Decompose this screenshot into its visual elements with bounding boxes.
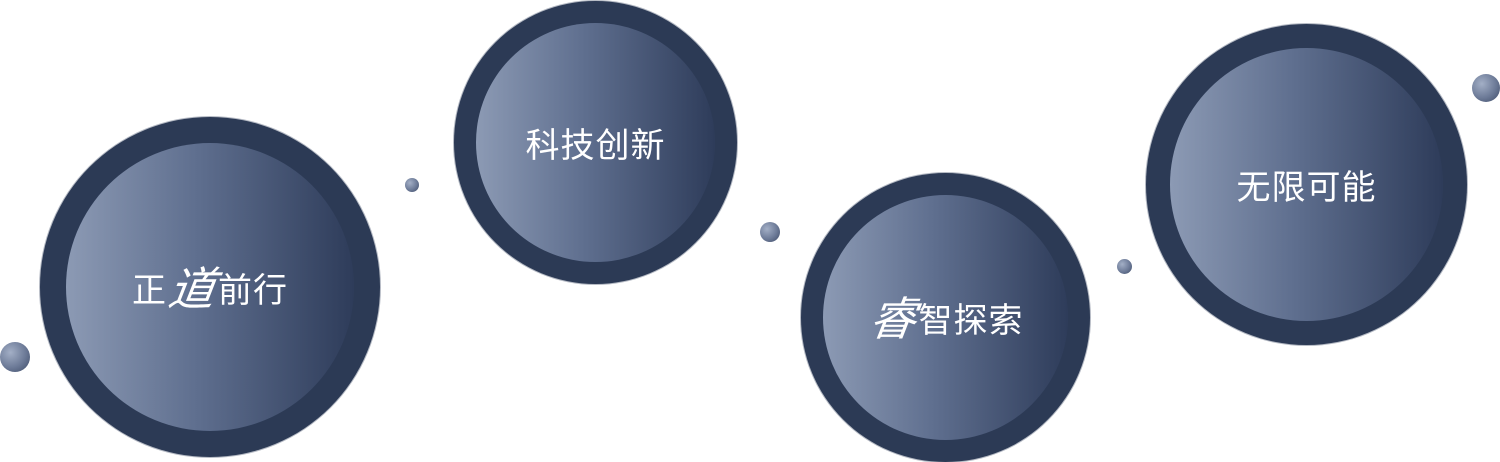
circle-badge-4: 无限可能: [1146, 24, 1467, 345]
circle-label: 睿智探索: [865, 292, 1024, 346]
label-calligraphy-char: 道: [165, 261, 220, 316]
label-text: 科技创新: [525, 126, 666, 166]
label-text-pre: 正: [132, 270, 167, 311]
decorative-dot: [1472, 74, 1500, 102]
circle-badge-3: 睿智探索: [801, 173, 1090, 462]
label-text: 无限可能: [1236, 168, 1377, 208]
label-text-post: 智探索: [918, 301, 1024, 341]
circle-inner: 正道前行: [66, 143, 354, 431]
circle-label: 正道前行: [132, 261, 288, 316]
decorative-dot: [760, 222, 780, 242]
circle-label: 科技创新: [526, 118, 666, 167]
circle-inner: 科技创新: [476, 23, 715, 262]
label-text-post: 前行: [218, 270, 288, 311]
circle-label: 无限可能: [1237, 160, 1377, 209]
circle-inner: 无限可能: [1170, 48, 1443, 321]
circle-inner: 睿智探索: [823, 195, 1068, 440]
decorative-dot: [0, 342, 30, 372]
circle-badge-2: 科技创新: [454, 1, 737, 284]
decorative-dot: [405, 178, 419, 192]
circle-badge-1: 正道前行: [40, 117, 380, 457]
label-calligraphy-char: 睿: [865, 292, 921, 346]
decorative-dot: [1117, 259, 1132, 274]
